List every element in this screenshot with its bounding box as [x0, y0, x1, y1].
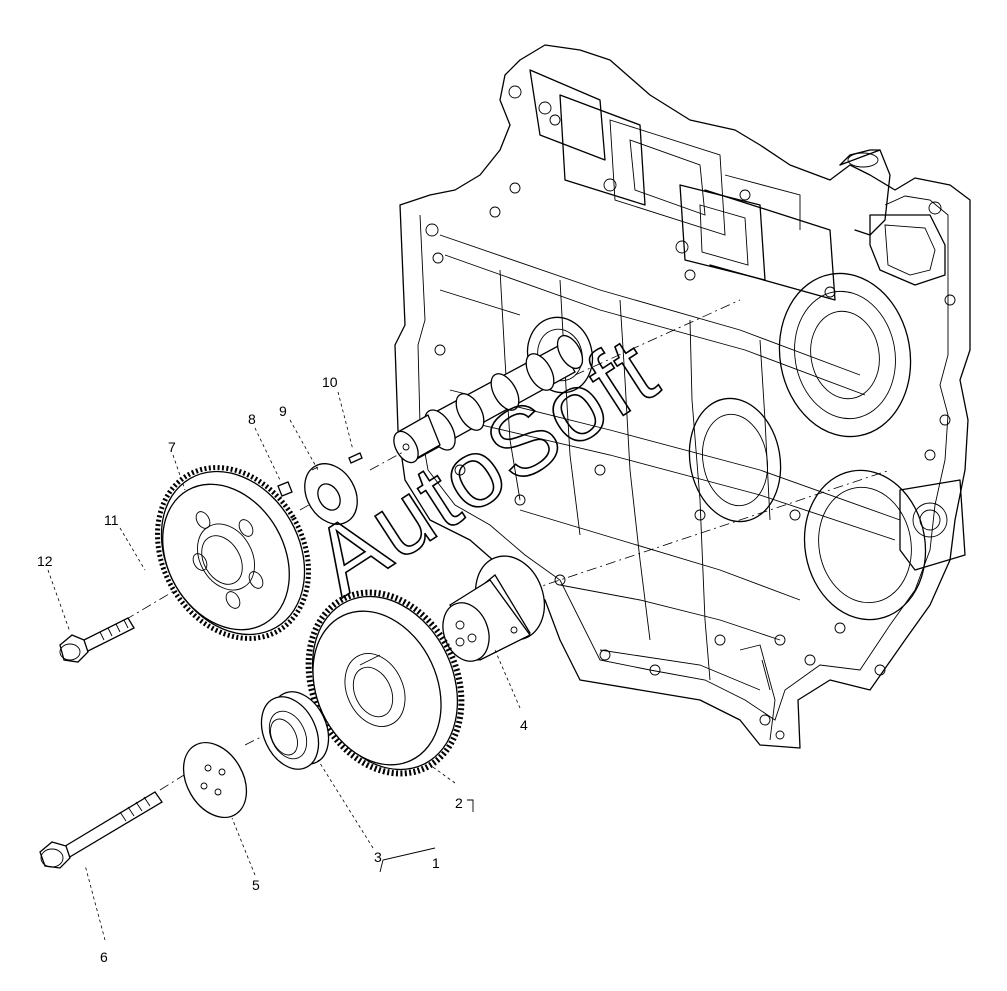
leader-lines: [47, 391, 521, 941]
part-7-idler-gear: [155, 465, 311, 641]
callout-12: 12: [37, 553, 53, 569]
part-10-dowel-pin: [348, 452, 363, 464]
part-9-thrust-washer: [304, 463, 358, 525]
callout-5: 5: [252, 877, 260, 893]
callout-6: 6: [100, 949, 108, 965]
callout-7: 7: [168, 439, 176, 455]
callout-9: 9: [279, 403, 287, 419]
part-12-bolt: [59, 617, 135, 663]
callout-1: 1: [432, 855, 440, 871]
callout-8: 8: [248, 411, 256, 427]
callout-3: 3: [374, 849, 382, 865]
callout-4: 4: [520, 717, 528, 733]
camshaft: [393, 334, 584, 464]
part-5-thrust-plate: [182, 741, 248, 819]
callout-2: 2: [455, 795, 463, 811]
part-6-bolt: [39, 791, 163, 869]
callout-11: 11: [104, 512, 119, 528]
callout-labels: 7 8 9 10 11 12 4 2 3 1 5 6: [37, 374, 528, 965]
part-4-gear-hub: [442, 555, 545, 662]
part-8-key: [277, 481, 293, 497]
part-3-bushing: [260, 691, 330, 770]
callout-10: 10: [322, 374, 338, 390]
